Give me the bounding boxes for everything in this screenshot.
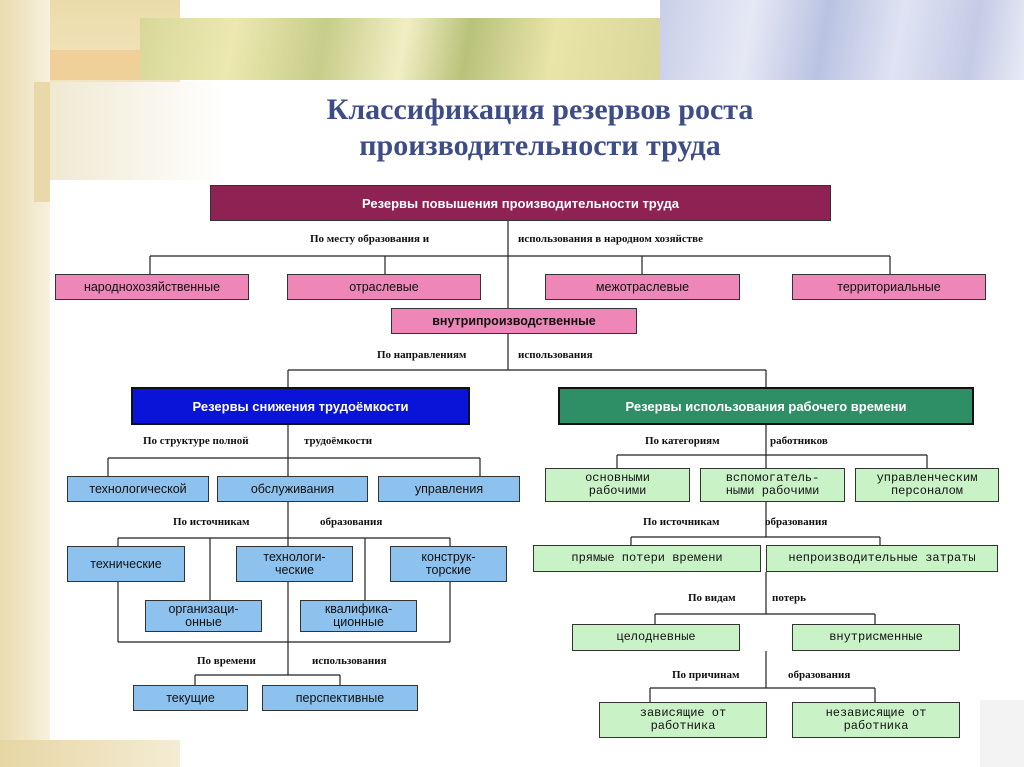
labor-source-organizational: организаци- онные [145, 600, 262, 632]
place-label-left: По месту образования и [310, 233, 430, 245]
labor-source-design: конструк- торские [390, 546, 507, 582]
labor-time-current: текущие [133, 685, 248, 711]
labor-sources-label-left: По источникам [173, 516, 250, 528]
slide-title-line-1: Классификация резервов роста [326, 93, 754, 126]
labor-structure-label-left: По структуре полной [143, 435, 249, 447]
worktime-category-main-workers: основными рабочими [545, 468, 690, 502]
labor-structure-management: управления [378, 476, 520, 502]
worktime-sources-label-right: образования [765, 516, 828, 528]
slide-title: Классификация резервов роста производите… [190, 92, 890, 164]
worktime-categories-label-right: работников [770, 435, 828, 447]
place-item-territorial: территориальные [792, 274, 986, 300]
worktime-header: Резервы использования рабочего времени [558, 387, 974, 425]
worktime-reason-independent: независящие от работника [792, 702, 960, 738]
slide-title-line-2: производительности труда [359, 129, 721, 162]
direction-label-left: По направлениям [377, 349, 467, 361]
labor-header: Резервы снижения трудоёмкости [131, 387, 470, 425]
labor-structure-technological: технологической [67, 476, 209, 502]
worktime-reasons-label-right: образования [788, 669, 851, 681]
worktime-sources-label-left: По источникам [643, 516, 720, 528]
worktime-losses-label-right: потерь [772, 592, 806, 604]
worktime-source-unproductive-costs: непроизводительные затраты [766, 545, 998, 572]
worktime-source-direct-losses: прямые потери времени [533, 545, 761, 572]
labor-source-technical: технические [67, 546, 185, 582]
worktime-category-management: управленческим персоналом [855, 468, 999, 502]
place-label-right: использования в народном хозяйстве [518, 233, 703, 245]
place-item-intra: внутрипроизводственные [391, 308, 637, 334]
background-photo-blue [660, 0, 1024, 80]
background-photo-flowers [140, 18, 665, 80]
labor-structure-label-right: трудоёмкости [304, 435, 373, 447]
place-item-industry: отраслевые [287, 274, 481, 300]
labor-time-label-right: использования [312, 655, 387, 667]
worktime-reason-dependent: зависящие от работника [599, 702, 767, 738]
worktime-losses-label-left: По видам [688, 592, 736, 604]
background-left-band [34, 82, 50, 202]
direction-label-right: использования [518, 349, 593, 361]
labor-time-prospective: перспективные [262, 685, 418, 711]
labor-time-label-left: По времени [197, 655, 256, 667]
labor-structure-service: обслуживания [217, 476, 368, 502]
worktime-category-auxiliary-workers: вспомогатель- ными рабочими [700, 468, 845, 502]
background-stripe [30, 50, 160, 80]
root-box: Резервы повышения производительности тру… [210, 185, 831, 221]
worktime-categories-label-left: По категориям [645, 435, 720, 447]
labor-source-technological: технологи- ческие [236, 546, 353, 582]
worktime-loss-full-day: целодневные [572, 624, 740, 651]
place-item-national: народнохозяйственные [55, 274, 249, 300]
labor-sources-label-right: образования [320, 516, 383, 528]
title-panel [50, 82, 1024, 180]
background-bottom-corner [0, 740, 180, 767]
worktime-reasons-label-left: По причинам [672, 669, 740, 681]
worktime-loss-intra-shift: внутрисменные [792, 624, 960, 651]
background-bottom-right [980, 700, 1024, 767]
place-item-interindustry: межотраслевые [545, 274, 740, 300]
labor-source-qualification: квалифика- ционные [300, 600, 417, 632]
